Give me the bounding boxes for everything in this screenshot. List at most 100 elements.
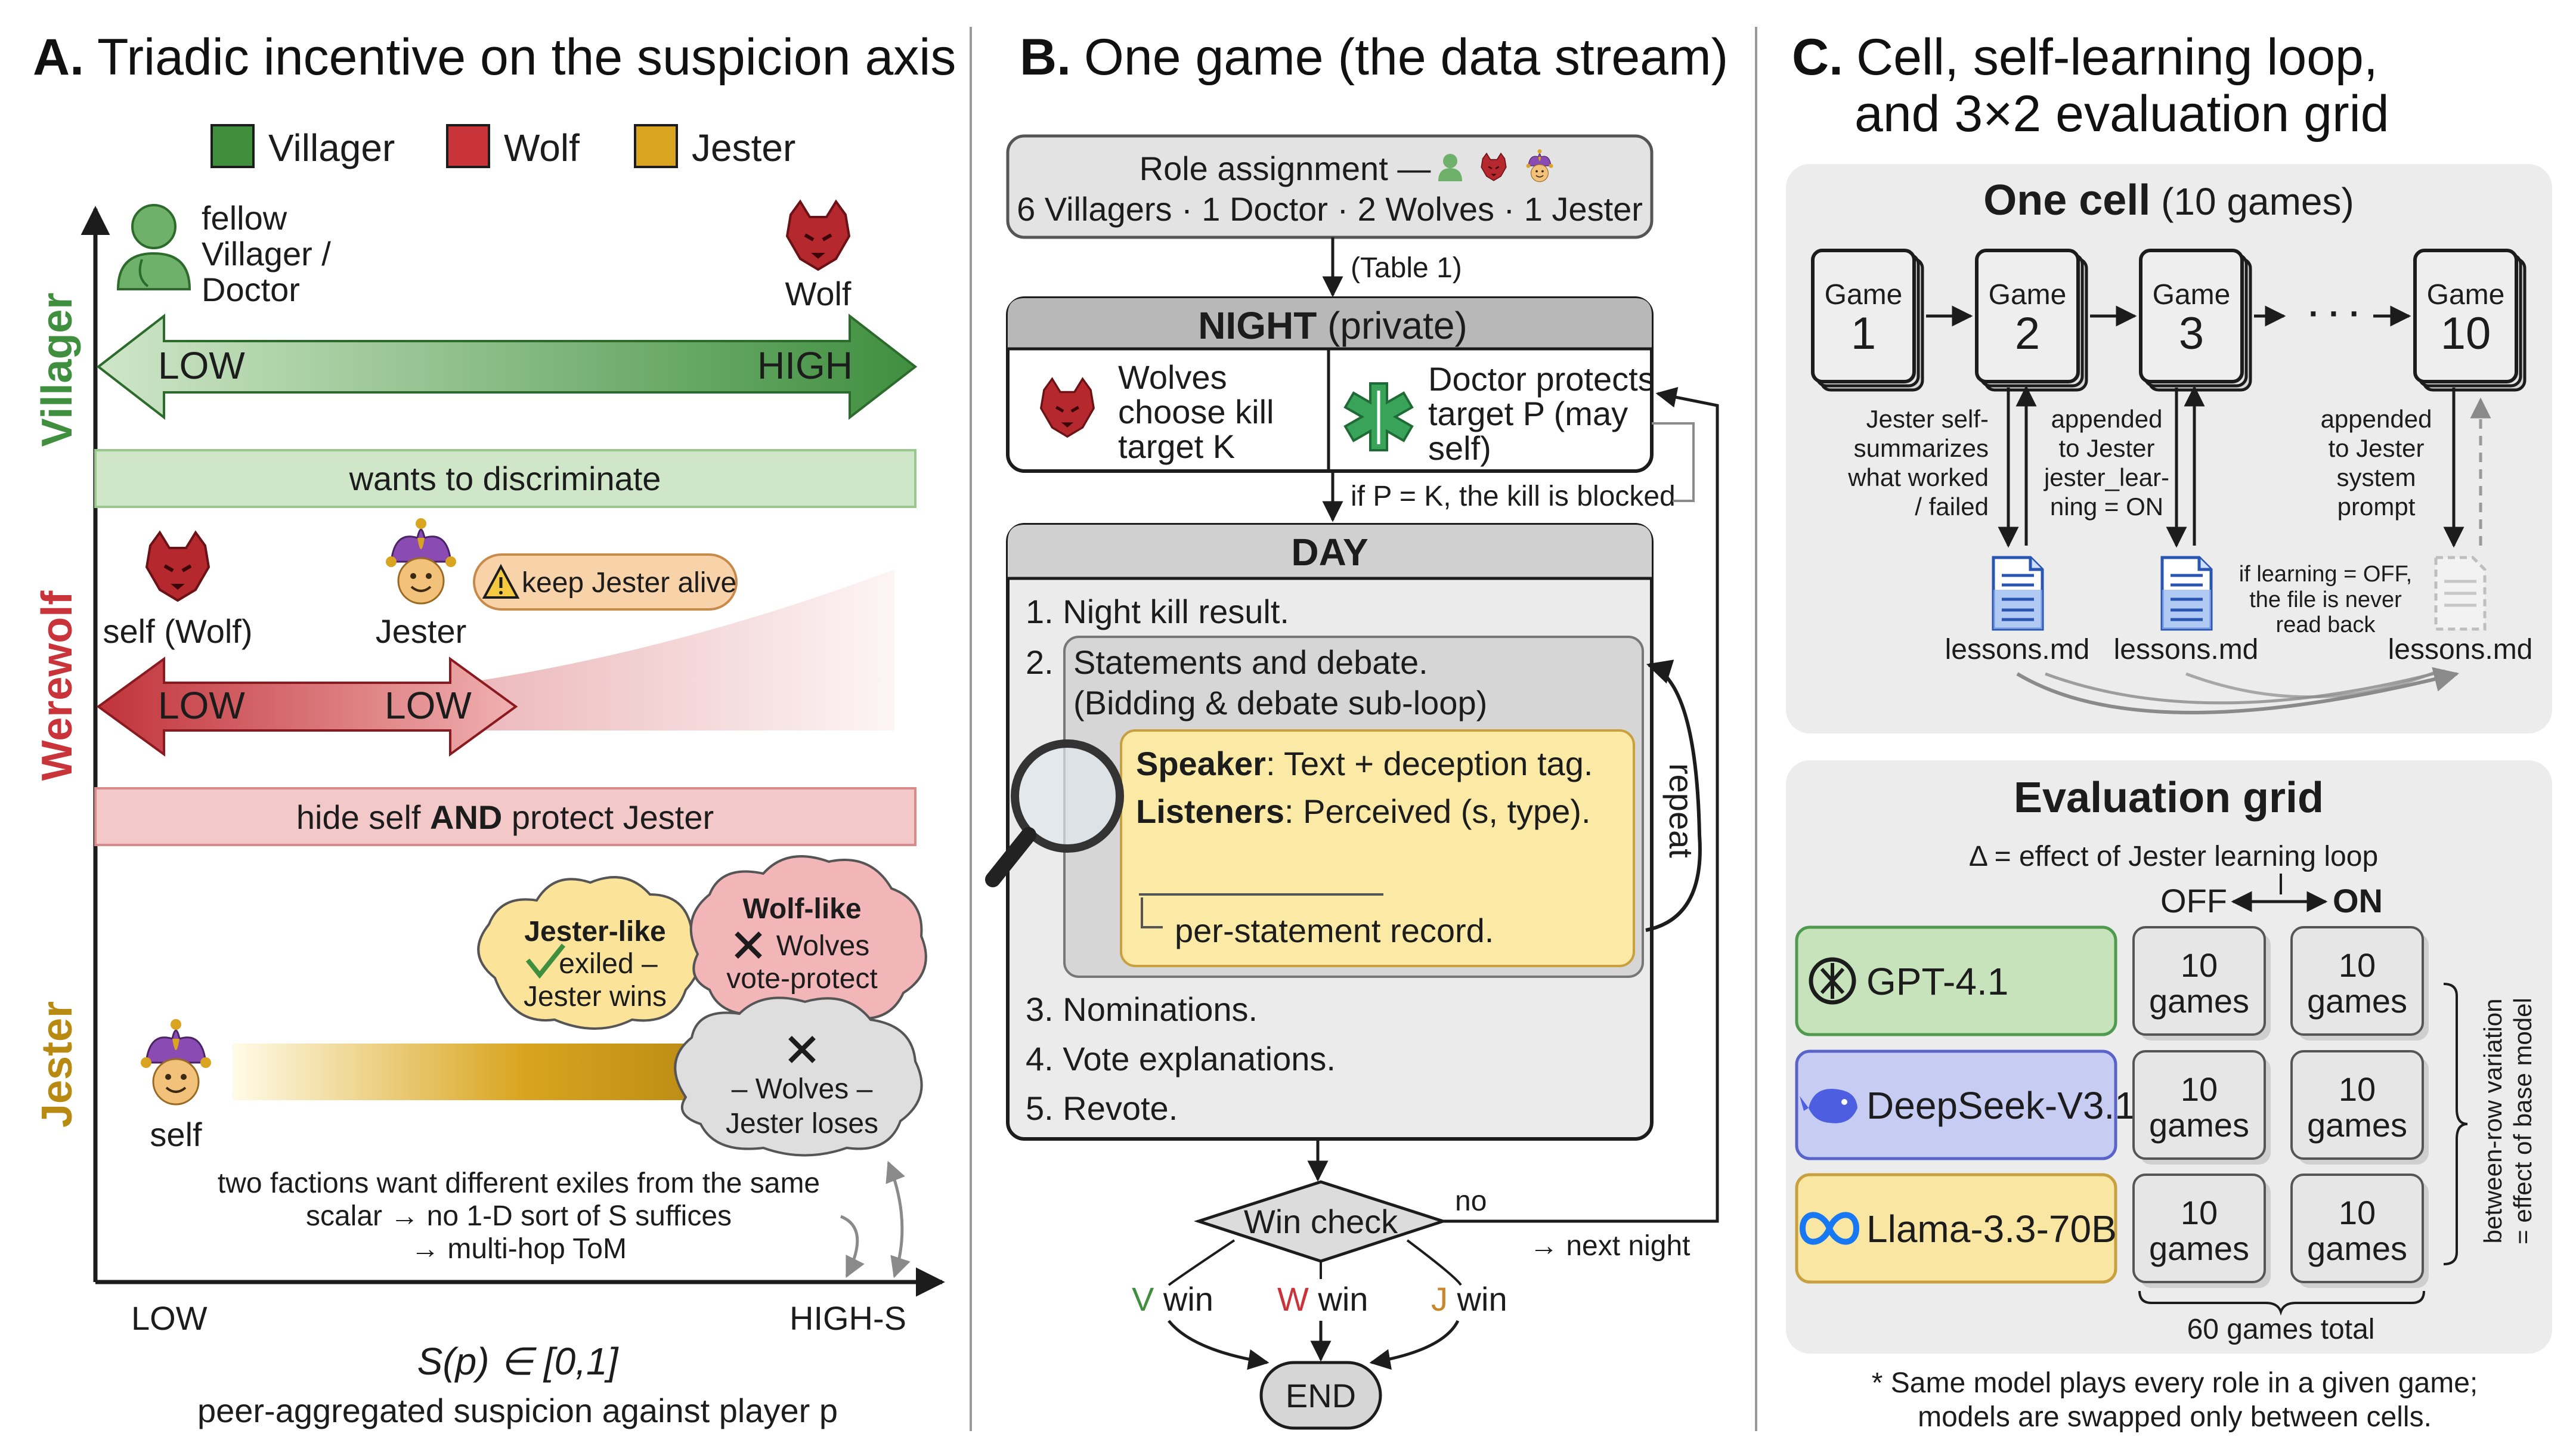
magnifier-icon: [985, 739, 1124, 887]
villager-avatar-icon: [116, 204, 191, 290]
column-brace: [2138, 1290, 2425, 1316]
jester-suspicion-bar: [233, 1044, 716, 1100]
cloud-wolf-line-2: vote-protect: [726, 963, 877, 995]
model-label-deepseek: DeepSeek-V3.1: [1866, 1084, 2136, 1127]
model-label-llama: Llama-3.3-70B: [1866, 1208, 2117, 1250]
werewolf-fade-band: [191, 569, 894, 730]
role-assignment-line-2: 6 Villagers · 1 Doctor · 2 Wolves · 1 Je…: [1017, 190, 1643, 228]
wolf-head-icon: [787, 202, 849, 270]
grid-title: Evaluation grid: [2014, 774, 2324, 822]
grid-cell-bottom: games: [2307, 1230, 2407, 1267]
wolf-like-cloud: Wolf-like Wolves vote-protect: [689, 855, 927, 1025]
cloud-jester-title: Jester-like: [524, 916, 666, 948]
no-label: no: [1455, 1185, 1487, 1217]
werewolf-low-label-2: LOW: [385, 684, 472, 727]
night-blocked-note: if P = K, the kill is blocked: [1351, 481, 1676, 512]
end-label: END: [1286, 1377, 1356, 1414]
listeners-line: Listeners: Perceived (s, type).: [1136, 792, 1591, 830]
note-arrow: [886, 1160, 911, 1278]
propagation-arrow: [2016, 667, 2460, 714]
werewolf-goal-bar: [94, 787, 917, 846]
table-ref: (Table 1): [1351, 252, 1462, 284]
cloud-grey-line-1: – Wolves –: [732, 1073, 873, 1105]
appended-sys-line-1: appended: [2321, 405, 2432, 433]
appended-sys-line-3: system: [2336, 463, 2416, 491]
appended-sys-line-2: to Jester: [2328, 434, 2424, 462]
night-header: [1008, 298, 1652, 349]
grid-cell-bottom: games: [2307, 982, 2407, 1020]
grid-cell-top: 10: [2181, 1070, 2218, 1108]
villager-observer-line-1: fellow: [202, 199, 287, 237]
appended-line-2: to Jester: [2058, 434, 2154, 462]
win-check-label: Win check: [1244, 1203, 1398, 1240]
grid-cell-top: 10: [2181, 1194, 2218, 1231]
summarize-line-2: summarizes: [1854, 434, 1989, 462]
outcome-w: W win: [1277, 1280, 1368, 1318]
row-label-werewolf: Werewolf: [33, 590, 81, 781]
game-card-num: 2: [2015, 308, 2040, 359]
cross-icon: [735, 931, 762, 959]
game-card-num: 1: [1851, 308, 1876, 359]
legend-label-jester: Jester: [692, 126, 795, 169]
cross-icon: [788, 1036, 816, 1063]
summarize-line-1: Jester self-: [1866, 405, 1989, 433]
statement-record-note: [1120, 729, 1635, 967]
night-doctor-line-3: self): [1428, 429, 1491, 467]
day-item-4: 4. Vote explanations.: [1026, 1040, 1336, 1078]
appended-line-3: jester_lear-: [2043, 463, 2169, 491]
night-doctor-line-1: Doctor protects: [1428, 360, 1655, 398]
day-item-2: 2.: [1026, 643, 1054, 681]
legend: Villager Wolf Jester: [210, 124, 795, 169]
legend-label-villager: Villager: [268, 126, 395, 169]
flow-arrow: [1168, 1320, 1270, 1370]
game-card-label: Game: [2153, 279, 2231, 311]
villager-goal-text: wants to discriminate: [349, 460, 661, 497]
game-card-num: 3: [2179, 308, 2204, 359]
flow-arrow: [1369, 1320, 1460, 1370]
never-read-line-2: read back: [2276, 612, 2376, 637]
end-node: [1259, 1361, 1382, 1430]
game-card-label: Game: [2427, 279, 2505, 311]
warning-icon: [482, 564, 520, 599]
check-icon: [525, 943, 566, 979]
night-doctor-line-2: target P (may: [1428, 395, 1628, 432]
one-cell-title: One cell (10 games): [1983, 177, 2354, 224]
cloud-grey-line-2: Jester loses: [726, 1108, 878, 1140]
keep-jester-alive-text: keep Jester alive: [522, 567, 736, 599]
footnote-line-2: models are swapped only between cells.: [1918, 1401, 2432, 1433]
model-gpt41: [1795, 925, 2117, 1036]
panel-c-title-line-2: and 3×2 evaluation grid: [1854, 85, 2389, 143]
night-wolves-line-1: Wolves: [1118, 358, 1227, 396]
speaker-line: Speaker: Text + deception tag.: [1136, 745, 1593, 782]
game-ellipsis: · · ·: [2308, 295, 2360, 332]
day-title: DAY: [1291, 531, 1368, 574]
jester-head-icon: [140, 1018, 212, 1106]
wolf-head-icon: [147, 532, 209, 600]
deepseek-whale-icon: [1800, 1089, 1857, 1123]
subloop-line-1: Statements and debate.: [1073, 643, 1428, 681]
cloud-jester-line-1: exiled –: [559, 948, 658, 980]
cloud-wolf-title: Wolf-like: [742, 893, 861, 925]
villager-target-label: Wolf: [785, 275, 852, 312]
legend-swatch-villager: [210, 124, 255, 168]
appended-sys-line-4: prompt: [2337, 493, 2416, 521]
document-icon: [1993, 558, 2042, 629]
openai-icon: [1809, 957, 1856, 1005]
panel-a-title: A.Triadic incentive on the suspicion axi…: [33, 29, 956, 86]
grid-cell-top: 10: [2339, 1070, 2376, 1108]
keep-jester-alive-badge: [473, 553, 738, 611]
cloud-wolf-line-1: Wolves: [776, 930, 870, 962]
grid-cell-bottom: games: [2149, 1106, 2249, 1144]
repeat-label: repeat: [1662, 763, 1700, 858]
appended-line-1: appended: [2051, 405, 2163, 433]
grid-on-label: ON: [2333, 882, 2383, 919]
panel-c: C.Cell, self-learning loop, and 3×2 eval…: [1786, 29, 2552, 1433]
side-note-line-2: = effect of base model: [2509, 998, 2537, 1244]
outcome-v: V win: [1132, 1280, 1213, 1318]
x-axis-high: HIGH-S: [789, 1299, 906, 1337]
cloud-jester-line-2: Jester wins: [524, 981, 667, 1013]
grid-total: 60 games total: [2187, 1314, 2375, 1345]
jester-self-label: self: [150, 1116, 202, 1153]
panel-c-title-line-1: C.Cell, self-learning loop,: [1792, 29, 2378, 86]
